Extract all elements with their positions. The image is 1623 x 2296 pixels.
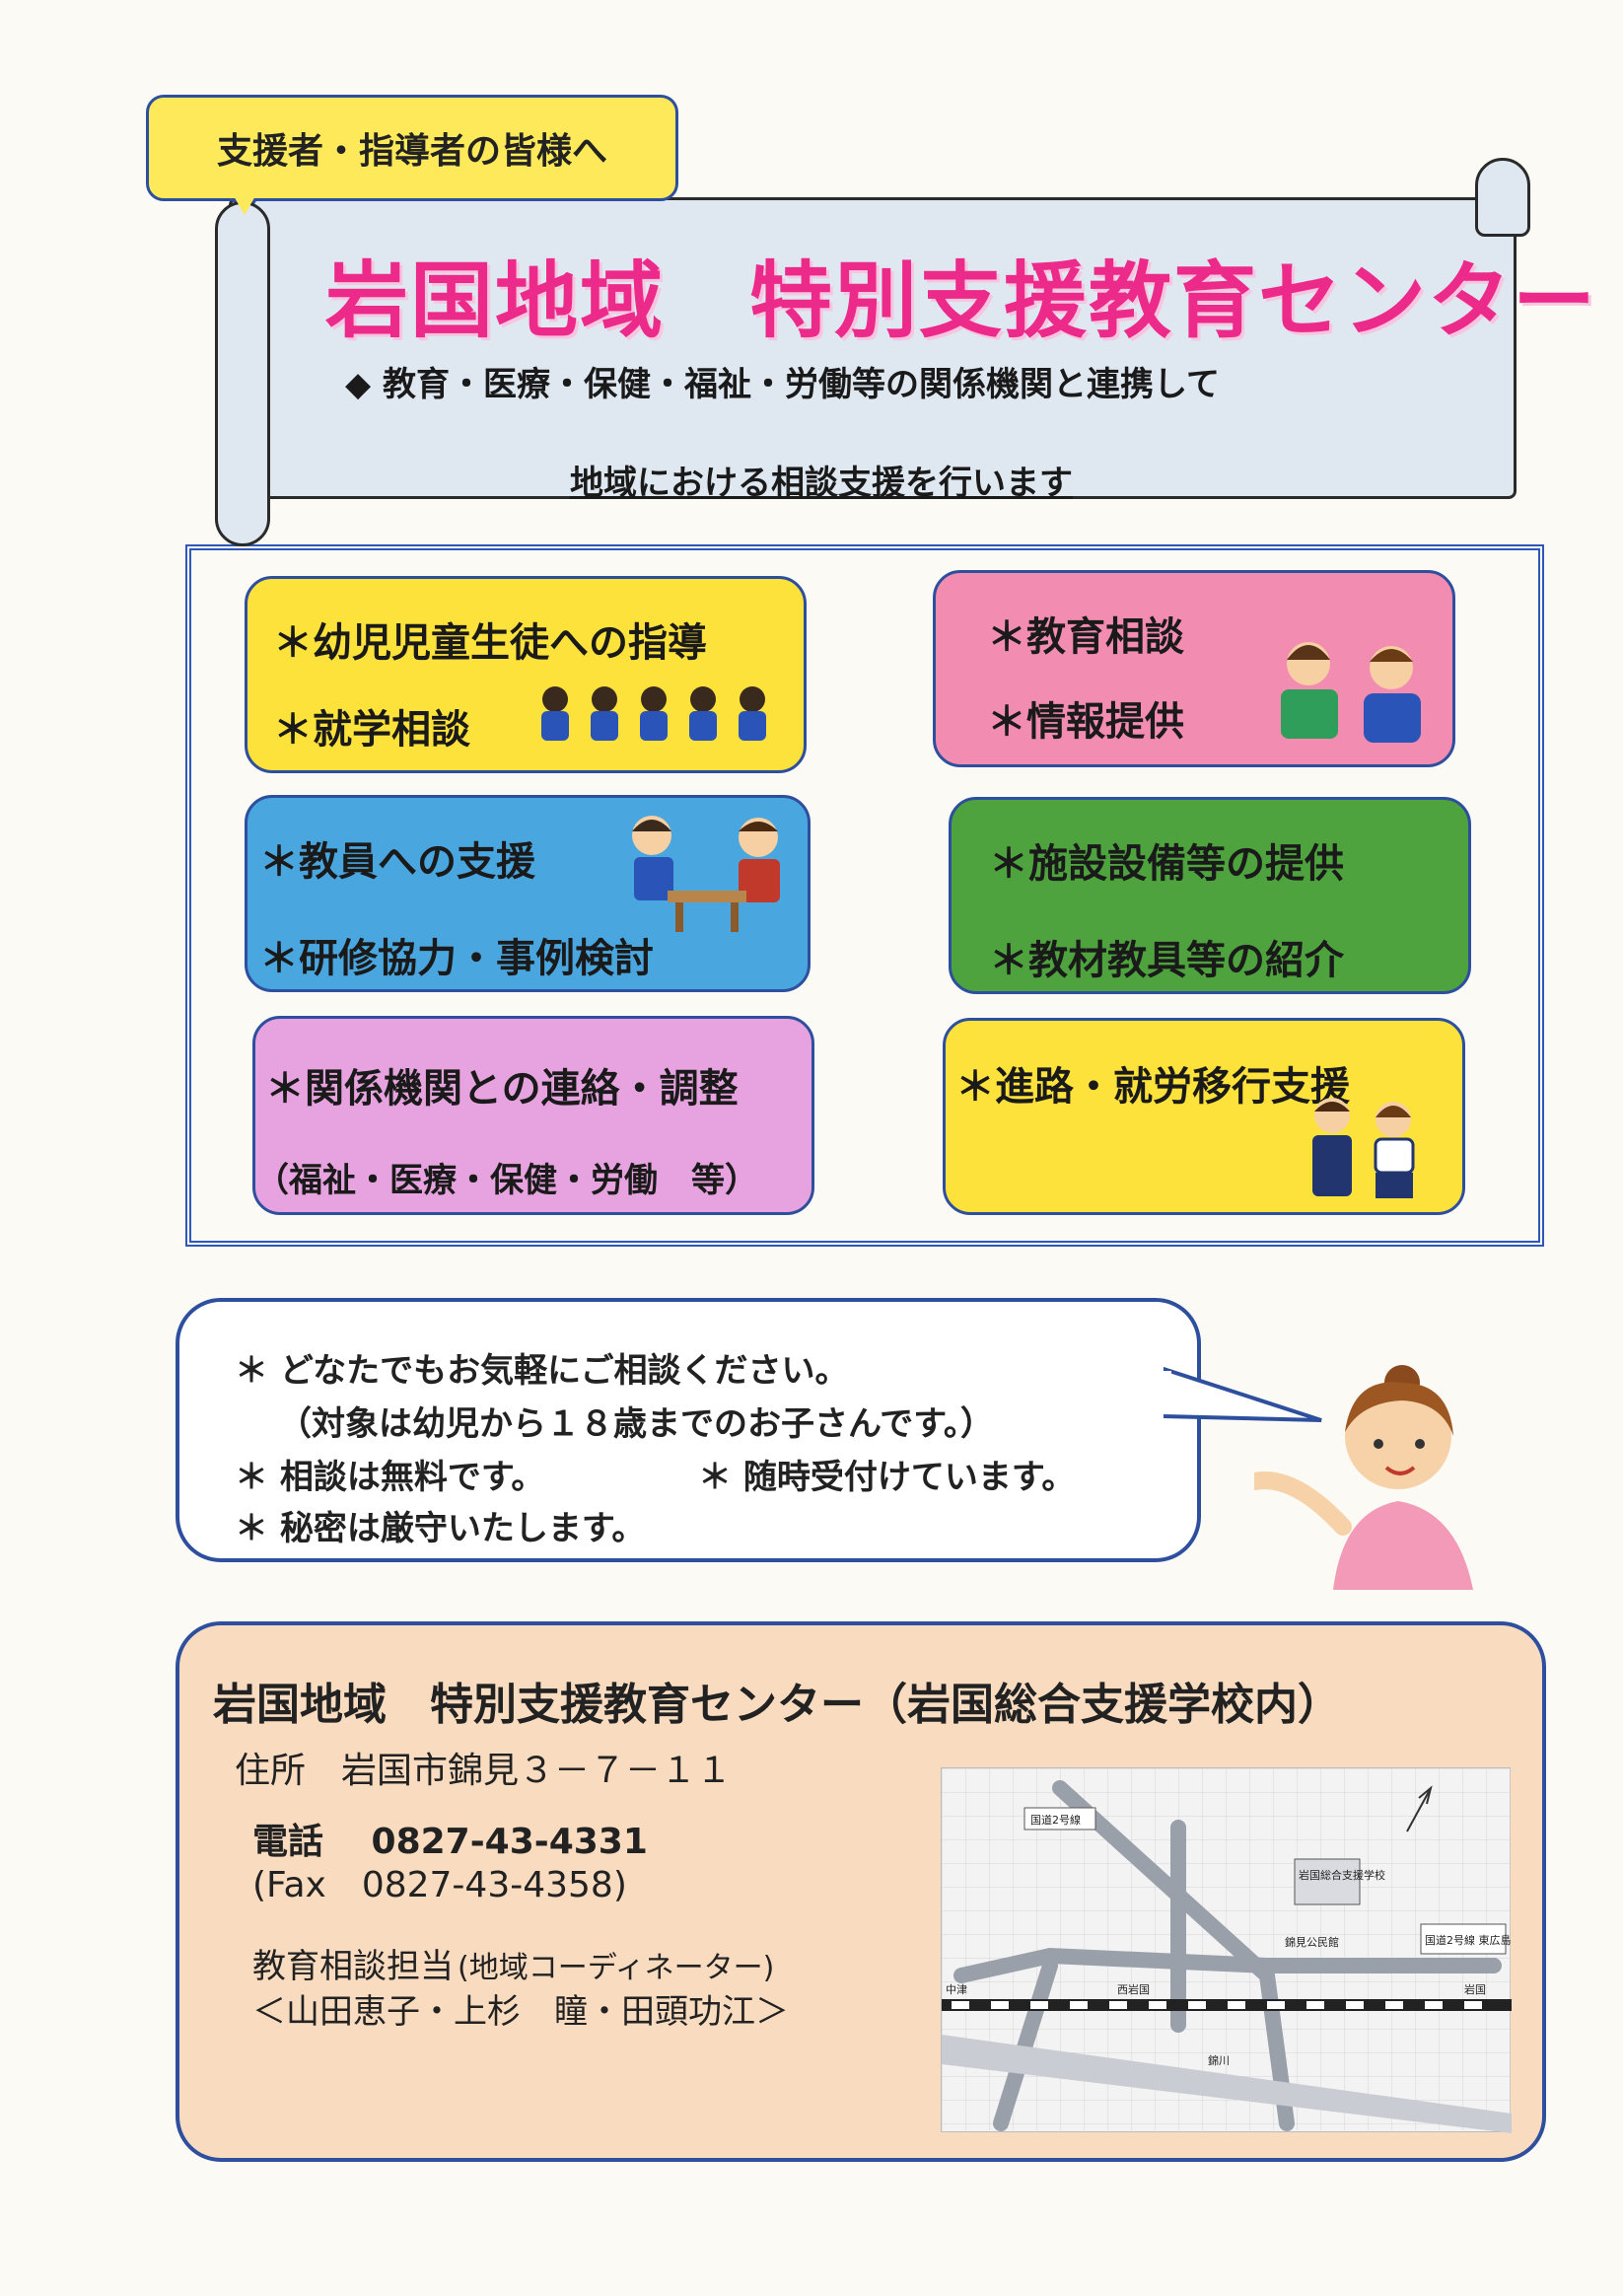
contact-address: 住所 岩国市錦見３－７－１１ (235, 1751, 733, 1791)
title-scroll-banner (229, 197, 1517, 499)
service-facilities: ＊施設設備等の提供 ＊教材教具等の紹介 (949, 797, 1471, 994)
service-line: ＊研修協力・事例検討 (259, 936, 654, 981)
map-label: 岩国総合支援学校 (1299, 1868, 1385, 1882)
staff-role: (地域コーディネーター) (458, 1951, 775, 1985)
students-uniform-icon (1312, 1098, 1415, 1198)
scroll-left-roll (215, 201, 270, 546)
teachers-meeting-icon (632, 816, 780, 932)
bubble-line-1: ＊ どなたでもお気軽にご相談ください。 (235, 1351, 849, 1391)
service-line: ＊教材教具等の紹介 (989, 938, 1344, 983)
tag-pointer-fill (229, 187, 260, 215)
service-career: ＊進路・就労移行支援 (943, 1018, 1465, 1215)
service-counseling: ＊教育相談 ＊情報提供 (933, 570, 1455, 767)
contact-phone: 電話 0827-43-4331 (252, 1822, 648, 1862)
consultation-bubble: ＊ どなたでもお気軽にご相談ください。 （対象は幼児から１８歳までのお子さんです… (176, 1298, 1201, 1562)
service-line: ＊幼児児童生徒への指導 (273, 620, 707, 666)
map-label: 中津 (946, 1983, 967, 1996)
service-teacher-support: ＊教員への支援 ＊研修協力・事例検討 (245, 795, 811, 992)
children-illustration-icon (541, 686, 766, 741)
children-reading-icon (1281, 642, 1421, 743)
contact-fax: (Fax 0827-43-4358) (252, 1865, 627, 1905)
map-label: 錦川 (1208, 2053, 1230, 2067)
audience-tag-label: 支援者・指導者の皆様へ (216, 131, 607, 172)
map-label: 錦見公民館 (1285, 1935, 1339, 1949)
scroll-right-roll (1475, 158, 1530, 237)
map-label: 国道2号線 (1030, 1813, 1081, 1827)
service-line: （福祉・医療・保健・労働 等） (255, 1161, 758, 1200)
service-line: ＊教育相談 (987, 614, 1184, 660)
bubble-line-3b: ＊ 随時受付けています。 (698, 1458, 1076, 1497)
audience-tag: 支援者・指導者の皆様へ (146, 95, 678, 201)
service-liaison: ＊関係機関との連絡・調整 （福祉・医療・保健・労働 等） (252, 1016, 814, 1215)
bubble-line-3a: ＊ 相談は無料です。 (235, 1458, 545, 1497)
map-label: 西岩国 (1117, 1982, 1150, 1996)
bubble-pointer (1164, 1366, 1322, 1422)
service-guidance: ＊幼児児童生徒への指導 ＊就学相談 (245, 576, 807, 773)
map-label: 国道2号線 東広島 (1425, 1933, 1512, 1947)
service-line: ＊進路・就労移行支援 (955, 1064, 1350, 1110)
woman-illustration-icon (1254, 1365, 1473, 1590)
bubble-line-2: （対象は幼児から１８歳までのお子さんです。） (278, 1404, 994, 1444)
bubble-line-4: ＊ 秘密は厳守いたします。 (235, 1509, 646, 1548)
map-label: 岩国 (1464, 1982, 1486, 1996)
access-map: 国道2号線 岩国総合支援学校 錦見公民館 国道2号線 東広島 西岩国 錦川 岩国… (941, 1767, 1512, 2133)
lead-line-1: ◆ 教育・医療・保健・福祉・労働等の関係機関と連携して (345, 365, 1220, 404)
service-line: ＊情報提供 (987, 699, 1184, 745)
lead-line-2: 地域における相談支援を行います (570, 464, 1073, 503)
staff-label: 教育相談担当 (252, 1947, 454, 1986)
page-title: 岩国地域 特別支援教育センター (325, 252, 1598, 349)
contact-title: 岩国地域 特別支援教育センター（岩国総合支援学校内） (213, 1680, 1341, 1730)
service-line: ＊教員への支援 (259, 839, 535, 885)
service-line: ＊施設設備等の提供 (989, 841, 1344, 887)
staff-names: ＜山田恵子・上杉 瞳・田頭功江＞ (252, 1992, 789, 2032)
service-line: ＊関係機関との連絡・調整 (265, 1066, 739, 1112)
map-graphic: 国道2号線 岩国総合支援学校 錦見公民館 国道2号線 東広島 西岩国 錦川 岩国… (942, 1768, 1512, 2133)
service-line: ＊就学相談 (273, 707, 470, 753)
